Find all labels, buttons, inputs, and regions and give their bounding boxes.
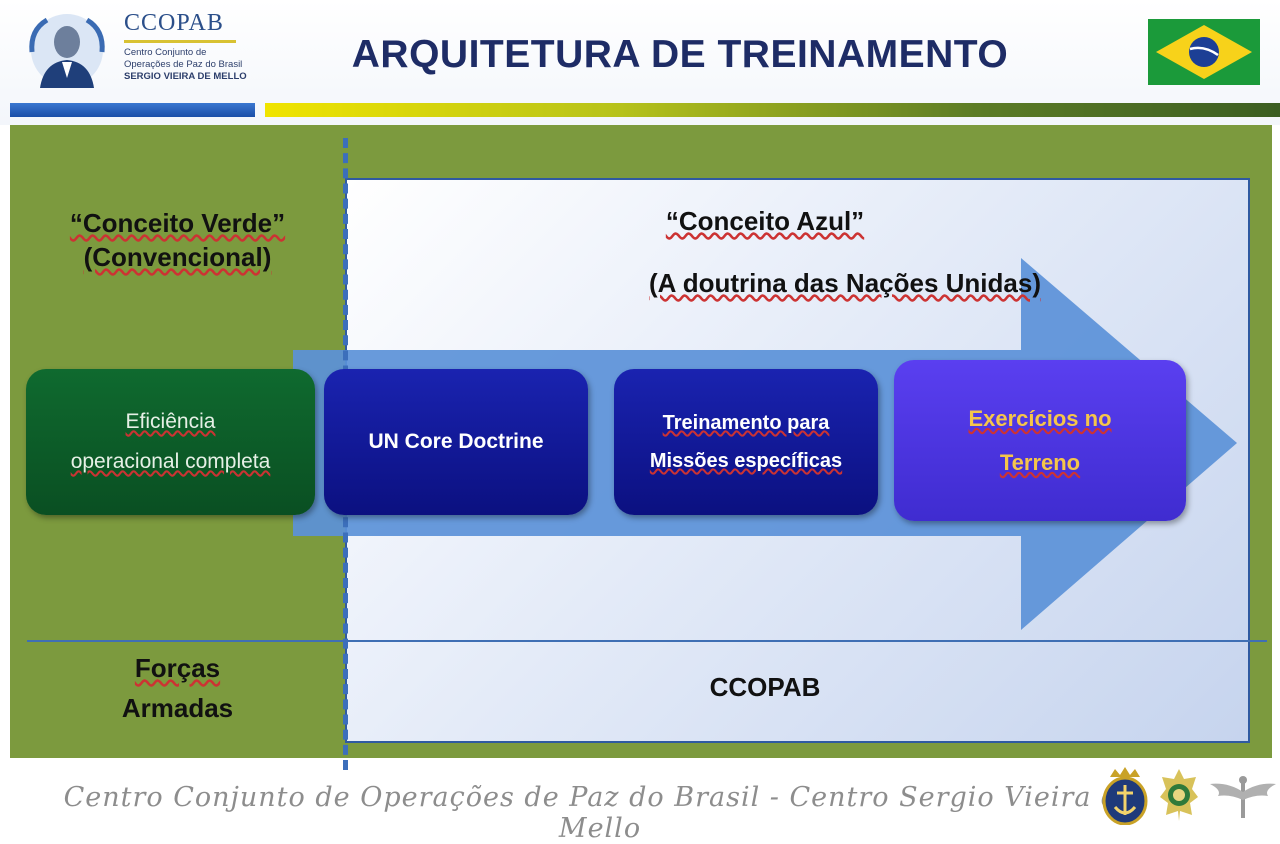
- step-1-line-1: Eficiência: [125, 410, 216, 433]
- step-4-line-2: Terreno: [999, 449, 1081, 475]
- step-box-eficiencia: Eficiência operacional completa: [26, 369, 315, 515]
- header-stripe-green: [265, 103, 1280, 117]
- step-box-un-core-doctrine: UN Core Doctrine: [324, 369, 588, 515]
- bottom-left-line-2: Armadas: [121, 693, 234, 723]
- step-box-treinamento: Treinamento para Missões específicas: [614, 369, 878, 515]
- step-3-line-1: Treinamento para: [662, 412, 830, 434]
- org-name-underline: [124, 40, 236, 43]
- blue-concept-title: “Conceito Azul”: [345, 206, 1185, 237]
- page-title: ARQUITETURA DE TREINAMENTO: [351, 33, 1009, 76]
- step-3-line-2: Missões específicas: [649, 450, 843, 472]
- blue-concept-subtitle-text: (A doutrina das Nações Unidas): [649, 268, 1041, 298]
- footer-text: Centro Conjunto de Operações de Paz do B…: [63, 782, 1137, 844]
- green-concept-label: “Conceito Verde” (Convencional): [10, 206, 345, 274]
- brazil-flag-icon: [1148, 19, 1260, 85]
- green-concept-title: “Conceito Verde”: [69, 208, 286, 238]
- header-stripe-blue: [10, 103, 255, 117]
- org-subtitle-line-2: Operações de Paz do Brasil: [124, 59, 243, 70]
- step-box-exercicios: Exercícios no Terreno: [894, 360, 1186, 521]
- sergio-vieira-de-mello-portrait-logo-icon: [29, 14, 105, 88]
- step-1-line-2: operacional completa: [70, 450, 271, 473]
- org-subtitle-line-1: Centro Conjunto de: [124, 47, 207, 58]
- blue-concept-subtitle: (A doutrina das Nações Unidas): [345, 268, 1280, 299]
- air-force-emblem-icon: [1210, 776, 1276, 818]
- army-emblem-icon: [1160, 769, 1198, 821]
- org-subtitle-line-3: SERGIO VIEIRA DE MELLO: [124, 71, 247, 82]
- bottom-right-label: CCOPAB: [709, 672, 821, 702]
- green-concept-subtitle: (Convencional): [83, 242, 272, 272]
- org-name: CCOPAB: [124, 10, 224, 36]
- horizontal-divider: [27, 640, 1267, 642]
- navy-emblem-icon: [1102, 767, 1148, 825]
- bottom-left-label: Forças Armadas: [10, 648, 345, 728]
- blue-concept-title-text: “Conceito Azul”: [665, 206, 865, 236]
- step-4-line-1: Exercícios no: [968, 405, 1112, 431]
- step-2-label: UN Core Doctrine: [368, 430, 544, 453]
- bottom-left-line-1: Forças: [134, 653, 221, 683]
